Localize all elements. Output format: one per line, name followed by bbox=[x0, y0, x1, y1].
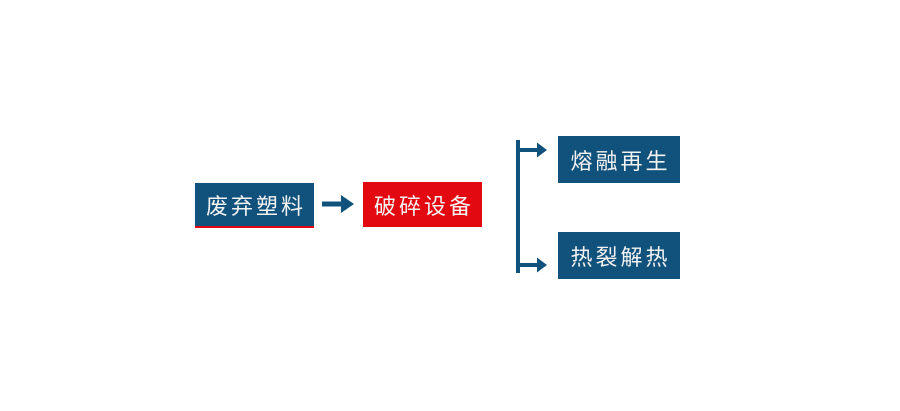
node-melt-regeneration: 熔融再生 bbox=[558, 136, 680, 183]
branch-connector-icon bbox=[516, 140, 547, 273]
branch-vertical-line bbox=[516, 140, 520, 273]
node-crushing-equipment-label: 破碎设备 bbox=[373, 194, 474, 220]
right-arrow-shaft bbox=[322, 201, 343, 207]
node-waste-plastic: 废弃塑料 bbox=[195, 183, 314, 228]
node-waste-plastic-label: 废弃塑料 bbox=[205, 194, 306, 220]
node-pyrolysis: 热裂解热 bbox=[558, 232, 680, 279]
branch-bottom-arrow-head bbox=[537, 257, 547, 273]
right-arrow-icon bbox=[322, 195, 354, 213]
branch-bottom-arrow-shaft bbox=[520, 263, 539, 267]
node-pyrolysis-label: 热裂解热 bbox=[570, 245, 671, 271]
node-crushing-equipment: 破碎设备 bbox=[363, 182, 482, 227]
branch-top-arrow-head bbox=[537, 142, 547, 158]
branch-top-arrow-shaft bbox=[520, 148, 539, 152]
right-arrow-head bbox=[341, 195, 354, 213]
node-melt-regeneration-label: 熔融再生 bbox=[570, 149, 671, 175]
